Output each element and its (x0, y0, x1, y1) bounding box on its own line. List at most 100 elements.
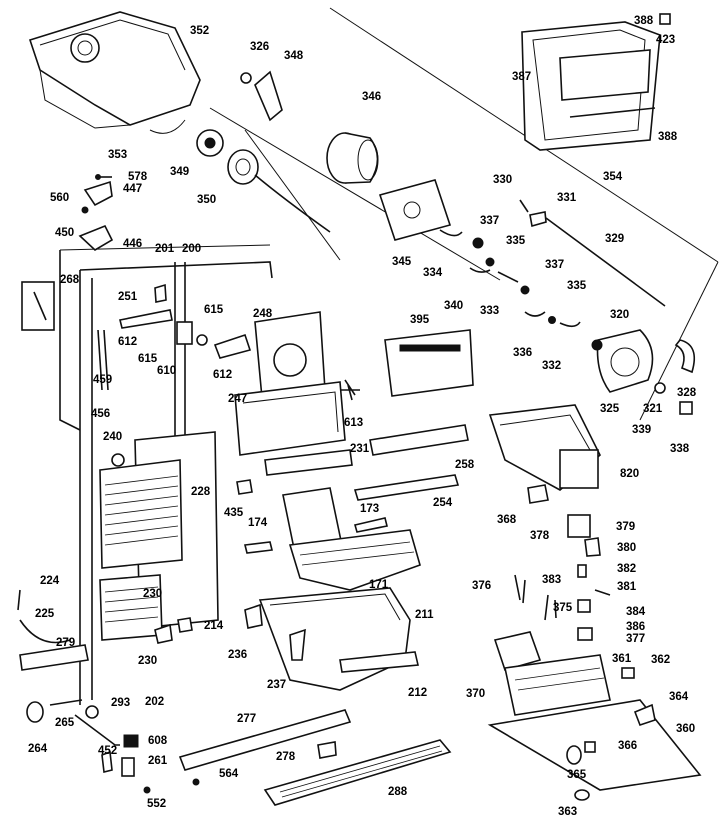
part-label-264: 264 (28, 743, 48, 755)
part-label-450: 450 (55, 227, 74, 239)
part-label-237: 237 (267, 679, 286, 691)
part-label-363: 363 (558, 806, 577, 818)
part-label-386: 386 (626, 621, 645, 633)
part-label-337: 337 (545, 259, 564, 271)
part-label-378: 378 (530, 530, 550, 542)
circuit-board-395 (384, 329, 474, 397)
part-label-251: 251 (118, 291, 138, 303)
part-label-447: 447 (123, 183, 142, 195)
part-label-349: 349 (170, 166, 189, 178)
part-label-201: 201 (155, 243, 175, 255)
part-label-348: 348 (284, 50, 304, 62)
part-label-381: 381 (617, 581, 637, 593)
part-label-608: 608 (148, 735, 168, 747)
tubing-225 (17, 589, 89, 671)
part-label-365: 365 (567, 769, 587, 781)
crisper-pan-211 (258, 587, 419, 691)
base-grille-288 (263, 739, 452, 806)
part-label-329: 329 (605, 233, 624, 245)
part-label-552: 552 (147, 798, 166, 810)
part-label-258: 258 (455, 459, 475, 471)
part-label-330: 330 (493, 174, 512, 186)
icemaker-820 (353, 404, 601, 504)
part-label-174: 174 (248, 517, 268, 529)
part-label-230: 230 (143, 588, 162, 600)
part-label-376: 376 (472, 580, 491, 592)
part-label-230: 230 (138, 655, 157, 667)
thermostat-control (119, 283, 252, 359)
part-label-456: 456 (91, 408, 110, 420)
part-label-379: 379 (616, 521, 635, 533)
part-label-382: 382 (617, 563, 636, 575)
part-label-610: 610 (157, 365, 176, 377)
part-label-383: 383 (542, 574, 561, 586)
part-label-346: 346 (362, 91, 381, 103)
part-label-268: 268 (60, 274, 80, 286)
part-label-173: 173 (360, 503, 379, 515)
part-label-278: 278 (276, 751, 296, 763)
part-label-338: 338 (670, 443, 690, 455)
part-label-459: 459 (93, 374, 112, 386)
part-label-288: 288 (388, 786, 408, 798)
part-label-375: 375 (553, 602, 573, 614)
part-label-446: 446 (123, 238, 142, 250)
part-label-171: 171 (369, 579, 389, 591)
brackets (154, 603, 263, 644)
hinge-parts (101, 734, 151, 794)
part-label-435: 435 (224, 507, 244, 519)
cabinet-liner (21, 250, 273, 705)
part-label-331: 331 (557, 192, 577, 204)
part-label-388: 388 (658, 131, 678, 143)
control-board-345 (378, 179, 463, 241)
part-label-387: 387 (512, 71, 531, 83)
part-label-615: 615 (138, 353, 158, 365)
part-label-334: 334 (423, 267, 443, 279)
part-label-354: 354 (603, 171, 623, 183)
part-label-224: 224 (40, 575, 60, 587)
part-labels: 3523263483463884233873883533493505784475… (28, 15, 697, 818)
part-label-321: 321 (643, 403, 663, 415)
part-label-248: 248 (253, 308, 273, 320)
part-label-352: 352 (190, 25, 209, 37)
part-label-336: 336 (513, 347, 532, 359)
part-label-277: 277 (237, 713, 256, 725)
evaporator-228 (99, 431, 219, 641)
part-label-225: 225 (35, 608, 55, 620)
icemaker-motor-325 (591, 329, 696, 415)
part-label-370: 370 (466, 688, 485, 700)
part-label-202: 202 (145, 696, 164, 708)
part-label-820: 820 (620, 468, 639, 480)
fan-shroud-247 (234, 311, 360, 476)
part-label-254: 254 (433, 497, 453, 509)
part-label-339: 339 (632, 424, 651, 436)
part-label-279: 279 (56, 637, 75, 649)
part-label-240: 240 (103, 431, 122, 443)
auger-motor-346 (326, 132, 379, 184)
drain-cap-240 (111, 453, 125, 467)
part-label-360: 360 (676, 723, 695, 735)
part-label-560: 560 (50, 192, 69, 204)
part-label-335: 335 (506, 235, 526, 247)
part-label-361: 361 (612, 653, 632, 665)
part-label-362: 362 (651, 654, 670, 666)
part-label-578: 578 (128, 171, 148, 183)
part-label-326: 326 (250, 41, 269, 53)
part-label-332: 332 (542, 360, 561, 372)
part-label-364: 364 (669, 691, 689, 703)
part-label-384: 384 (626, 606, 646, 618)
part-label-615: 615 (204, 304, 224, 316)
part-label-353: 353 (108, 149, 127, 161)
slide-rail-277 (178, 709, 352, 786)
part-label-423: 423 (656, 34, 675, 46)
part-label-388: 388 (634, 15, 654, 27)
part-label-236: 236 (228, 649, 247, 661)
part-label-452: 452 (98, 745, 117, 757)
part-label-328: 328 (677, 387, 697, 399)
part-label-212: 212 (408, 687, 427, 699)
part-label-261: 261 (148, 755, 168, 767)
part-label-612: 612 (213, 369, 232, 381)
part-label-612: 612 (118, 336, 137, 348)
part-label-337: 337 (480, 215, 499, 227)
